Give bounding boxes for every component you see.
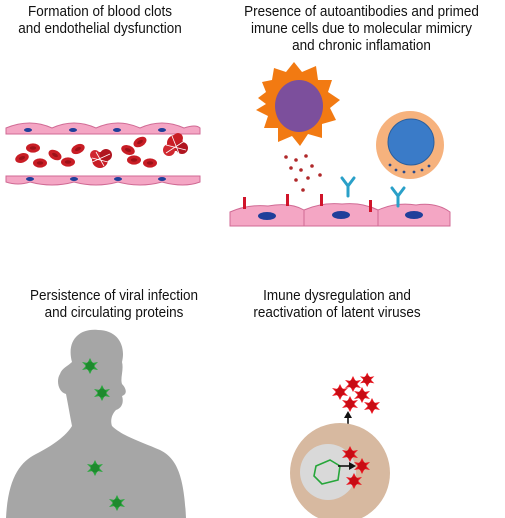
cell-receptors: [243, 194, 372, 212]
caption-viral-line2: and circulating proteins: [44, 305, 184, 321]
human-silhouette-diagram: [6, 329, 186, 518]
vessel-wall-bottom: [5, 175, 201, 186]
macrophage: [256, 62, 340, 146]
blood-vessel-diagram: [5, 122, 201, 186]
endothelial-layer: [229, 203, 451, 227]
immune-cells-diagram: [229, 62, 451, 227]
caption-autoantibodies-line2: imune cells due to molecular mimicry: [250, 21, 473, 37]
blood-clot-1: [89, 149, 112, 168]
secreted-particles: [284, 154, 322, 192]
caption-clots-line2: and endothelial dysfunction: [18, 21, 182, 37]
vessel-wall-top: [5, 122, 201, 135]
human-body: [6, 329, 186, 518]
caption-dysregulation: Imune dysregulation and reactivation of …: [239, 288, 434, 322]
caption-viral: Persistence of viral infection and circu…: [8, 288, 220, 322]
red-blood-cells: [13, 134, 157, 168]
caption-clots-line1: Formation of blood clots: [28, 4, 172, 20]
lymphocyte: [376, 111, 444, 179]
caption-autoantibodies-line1: Presence of autoantibodies and primed: [244, 4, 479, 20]
antibodies: [340, 176, 406, 208]
blood-clot-2: [163, 133, 188, 157]
host-cell: [290, 423, 390, 518]
caption-dysregulation-line1: Imune dysregulation and: [263, 288, 411, 304]
caption-viral-line1: Persistence of viral infection: [30, 288, 198, 304]
caption-autoantibodies: Presence of autoantibodies and primed im…: [228, 4, 495, 55]
latent-virus-diagram: [290, 372, 390, 518]
caption-clots: Formation of blood clots and endothelial…: [7, 4, 193, 38]
caption-dysregulation-line2: reactivation of latent viruses: [253, 305, 421, 321]
caption-autoantibodies-line3: and chronic inflamation: [292, 38, 431, 54]
released-viruses: [332, 372, 380, 414]
